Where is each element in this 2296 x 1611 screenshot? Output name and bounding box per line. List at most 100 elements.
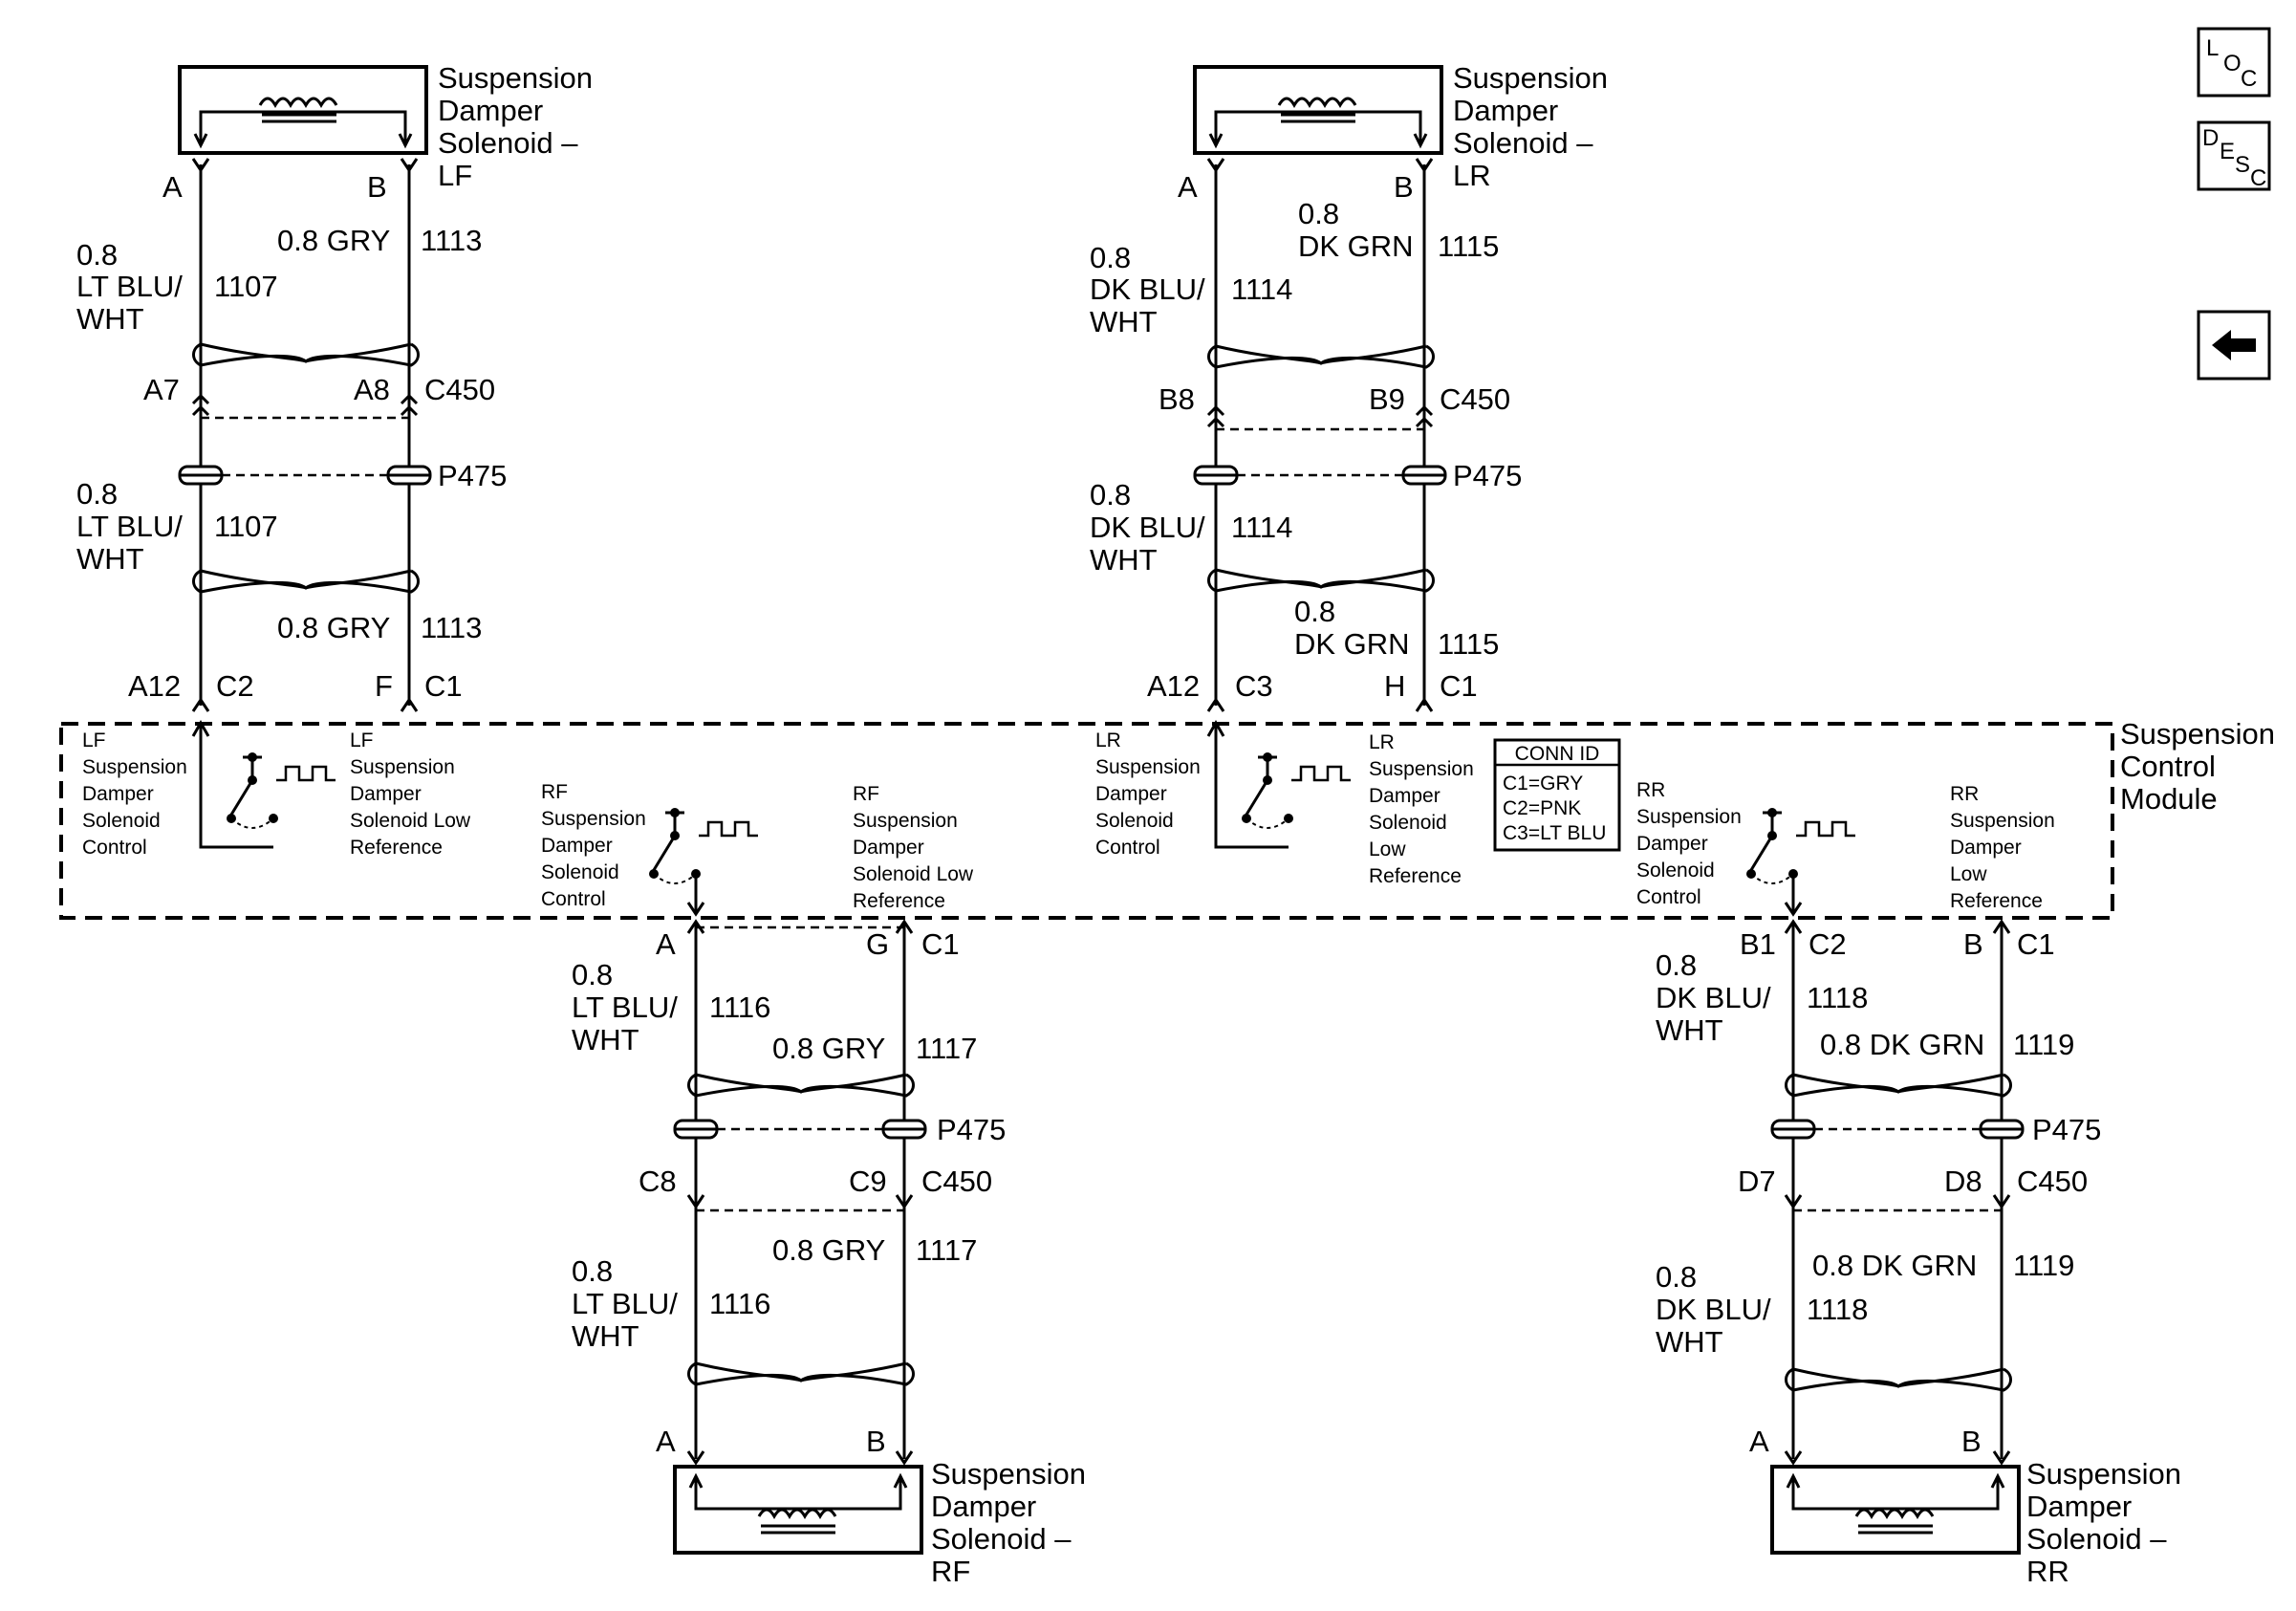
lf-solenoid-label-3: Solenoid – (438, 126, 578, 160)
rf-lowref-label-1: RF (853, 783, 879, 805)
lf-lowref-label-1: LF (350, 729, 374, 751)
lr-control-label-2: Suspension (1095, 756, 1201, 778)
rf-a-circuit-bot: 1116 (709, 1287, 770, 1320)
lr-b-circuit-mid: 1115 (1438, 627, 1499, 661)
rf-a-wire-bot-3: WHT (572, 1319, 639, 1353)
lr-mod-conn-b: C1 (1440, 669, 1478, 703)
lr-c450-pin-a: B8 (1159, 382, 1195, 416)
rr-control-label-1: RR (1636, 779, 1665, 801)
rr-lowref-label-2: Suspension (1950, 810, 2055, 832)
lf-branch: Suspension Damper Solenoid – LF A B 0.8 … (76, 61, 593, 712)
lf-control-label-3: Damper (82, 783, 154, 805)
lr-solenoid-box (1193, 65, 1443, 155)
rr-mod-pin-a: B1 (1740, 927, 1776, 961)
rr-b-wire-bot: 0.8 DK GRN (1812, 1249, 1977, 1282)
rf-control-label-2: Suspension (541, 808, 646, 830)
rf-c450-pin-a: C8 (639, 1165, 677, 1198)
rr-pin-b: B (1961, 1425, 1982, 1458)
lr-a-circuit-mid: 1114 (1231, 511, 1292, 544)
lr-a-wire-top-2: DK BLU/ (1090, 272, 1205, 306)
rr-lowref-label-3: Damper (1950, 837, 2022, 859)
rr-solenoid-label-2: Damper (2026, 1490, 2132, 1523)
lr-lowref-label-2: Suspension (1369, 758, 1474, 780)
rr-branch: B1 C2 B C1 0.8 DK BLU/ WHT 1118 0.8 DK G… (1656, 919, 2181, 1588)
lf-a-circuit-top: 1107 (214, 270, 278, 303)
lf-mod-conn-b: C1 (424, 669, 463, 703)
lr-pin-b: B (1394, 170, 1414, 204)
conn-id-line-2: C2=PNK (1503, 797, 1581, 819)
rr-a-wire-bot-3: WHT (1656, 1325, 1723, 1359)
lr-p475-label: P475 (1453, 459, 1522, 492)
rf-solenoid-label-4: RF (931, 1555, 970, 1588)
rr-mod-pin-b: B (1963, 927, 1983, 961)
rf-b-wire-top: 0.8 GRY (772, 1032, 885, 1065)
rf-control-label-1: RF (541, 781, 568, 803)
lr-lowref-label-6: Reference (1369, 865, 1462, 887)
rr-a-wire-bot-2: DK BLU/ (1656, 1293, 1771, 1326)
rr-c450-label: C450 (2017, 1165, 2088, 1198)
rr-b-wire-top: 0.8 DK GRN (1820, 1028, 1984, 1061)
rf-pin-b: B (866, 1425, 886, 1458)
rf-b-circuit-top: 1117 (916, 1032, 977, 1065)
rf-control-label-4: Solenoid (541, 861, 619, 883)
rf-a-wire-top-2: LT BLU/ (572, 991, 678, 1024)
lf-control-label-2: Suspension (82, 756, 187, 778)
lf-control-label-1: LF (82, 729, 106, 751)
lf-control-label-5: Control (82, 837, 147, 859)
rf-branch: A G C1 0.8 LT BLU/ WHT 1116 0.8 GRY 1117… (572, 919, 1086, 1588)
rr-a-wire-top-2: DK BLU/ (1656, 981, 1771, 1014)
lf-a-wire-mid-2: LT BLU/ (76, 510, 183, 543)
desc-letter-1: D (2202, 125, 2219, 151)
lf-solenoid-label-1: Suspension (438, 61, 593, 95)
lf-c450-pin-b: A8 (354, 373, 390, 406)
suspension-control-module: Suspension Control Module LF Suspension … (59, 717, 2275, 920)
lf-a-wire-top-1: 0.8 (76, 238, 118, 272)
rf-control-label-5: Control (541, 888, 606, 910)
lr-b-wire-mid-2: DK GRN (1294, 627, 1410, 661)
lr-mod-pin-a: A12 (1147, 669, 1200, 703)
rr-a-circuit-bot: 1118 (1807, 1293, 1868, 1326)
desc-letter-3: S (2235, 152, 2250, 178)
lf-b-circuit-mid: 1113 (421, 611, 482, 644)
lr-lowref-label-1: LR (1369, 731, 1395, 753)
module-boundary (59, 722, 2114, 920)
lr-lowref-label-5: Low (1369, 838, 1406, 860)
back-button[interactable] (2197, 310, 2271, 381)
rf-a-wire-bot-2: LT BLU/ (572, 1287, 678, 1320)
rr-solenoid-label-4: RR (2026, 1555, 2069, 1588)
lf-b-wire-top: 0.8 GRY (277, 224, 390, 257)
rf-a-wire-top-1: 0.8 (572, 958, 613, 991)
rf-lowref-label-3: Damper (853, 837, 924, 859)
rf-c450-label: C450 (921, 1165, 992, 1198)
desc-button[interactable]: D E S C (2197, 120, 2271, 191)
lf-lowref-label-4: Solenoid Low (350, 810, 471, 832)
lr-solenoid-label-1: Suspension (1453, 61, 1608, 95)
loc-letter-3: C (2241, 66, 2257, 92)
lf-mod-pin-a: A12 (128, 669, 181, 703)
lf-a-wire-mid-1: 0.8 (76, 477, 118, 511)
back-arrow-icon (2212, 330, 2256, 360)
lf-a-wire-top-2: LT BLU/ (76, 270, 183, 303)
lf-a-wire-top-3: WHT (76, 302, 144, 336)
lr-pin-a: A (1178, 170, 1198, 204)
lr-a-wire-mid-3: WHT (1090, 543, 1158, 577)
rr-b-circuit-bot: 1119 (2013, 1249, 2074, 1282)
loc-button[interactable]: L O C (2197, 27, 2271, 98)
desc-letter-2: E (2220, 139, 2235, 164)
lr-a-wire-top-3: WHT (1090, 305, 1158, 338)
rr-mod-conn-b: C1 (2017, 927, 2055, 961)
lr-control-label-3: Damper (1095, 783, 1167, 805)
rf-mod-pin-b: G (866, 927, 889, 961)
lr-c450-label: C450 (1440, 382, 1510, 416)
rr-lowref-label-4: Low (1950, 863, 1987, 885)
lf-mod-pin-b: F (375, 669, 393, 703)
conn-id-line-1: C1=GRY (1503, 773, 1583, 795)
rf-p475-label: P475 (937, 1113, 1006, 1146)
rf-lowref-label-4: Solenoid Low (853, 863, 974, 885)
rr-lowref-label-5: Reference (1950, 890, 2043, 912)
rf-solenoid-label-2: Damper (931, 1490, 1036, 1523)
rr-mod-conn-a: C2 (1809, 927, 1847, 961)
lf-solenoid-box (178, 65, 428, 155)
lf-lowref-label-3: Damper (350, 783, 422, 805)
